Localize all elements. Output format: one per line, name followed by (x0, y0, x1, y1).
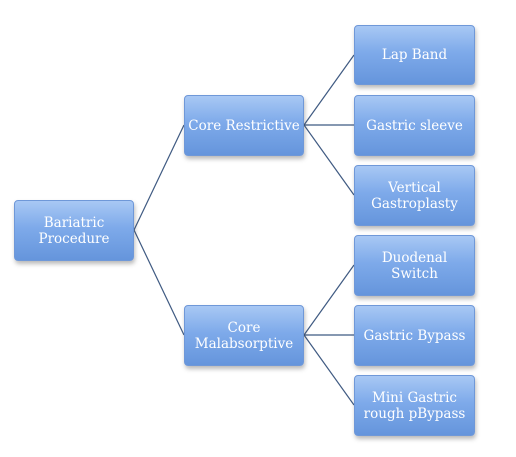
connector-core-restrictive-to-vertical-gastroplasty (303, 124, 355, 196)
connector-core-malabsorptive-to-duodenal-switch (303, 264, 355, 336)
node-label: Bariatric Procedure (38, 214, 110, 247)
node-gastric-sleeve: Gastric sleeve (354, 95, 475, 156)
node-label: Gastric sleeve (366, 117, 463, 134)
node-label: Core Malabsorptive (194, 319, 294, 352)
node-core-restrictive: Core Restrictive (184, 95, 304, 156)
node-label: Core Restrictive (188, 117, 300, 134)
connector-root-to-core-malabsorptive (133, 229, 185, 336)
node-label: Duodenal Switch (381, 249, 448, 282)
connector-core-malabsorptive-to-mini-gastric (303, 334, 355, 406)
node-label: Lap Band (381, 47, 448, 63)
node-vertical-gastroplasty: Vertical Gastroplasty (354, 165, 475, 226)
node-label: Mini Gastric rough pBypass (363, 389, 466, 422)
node-gastric-bypass: Gastric Bypass (354, 305, 475, 366)
connector-root-to-core-restrictive (133, 124, 185, 231)
node-label: Vertical Gastroplasty (371, 179, 458, 212)
node-bariatric-procedure: Bariatric Procedure (14, 200, 134, 261)
node-mini-gastric-bypass: Mini Gastric rough pBypass (354, 375, 475, 436)
node-lap-band: Lap Band (354, 25, 475, 85)
node-duodenal-switch: Duodenal Switch (354, 235, 475, 296)
connector-core-restrictive-to-lap-band (303, 54, 355, 126)
node-label: Gastric Bypass (363, 327, 466, 344)
node-core-malabsorptive: Core Malabsorptive (184, 305, 304, 366)
